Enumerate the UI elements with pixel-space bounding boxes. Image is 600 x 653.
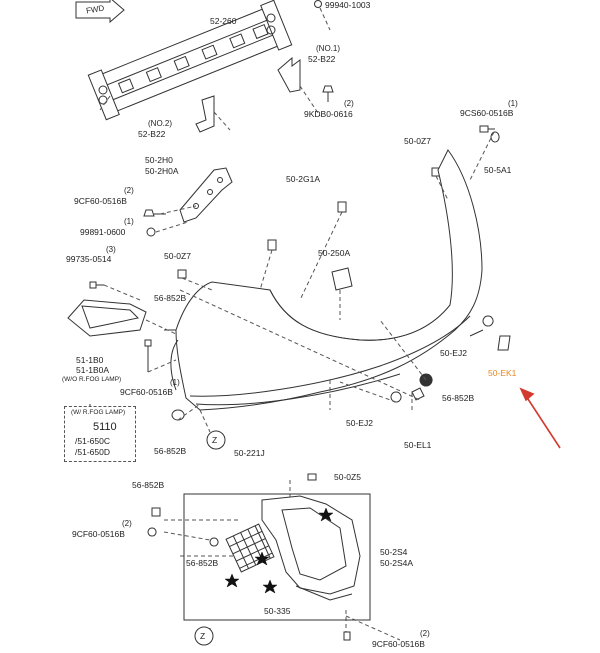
qty-2-c: (2) bbox=[122, 519, 132, 528]
highlight-arrow bbox=[519, 387, 561, 449]
part-99891-0600: 99891-0600 bbox=[80, 227, 126, 237]
part-52-b22-b: 52-B22 bbox=[138, 129, 166, 139]
fog-lamp bbox=[67, 299, 147, 337]
part-51-1b0: 51-1B0 bbox=[76, 355, 104, 365]
part-9kdb0-0616: 9KDB0-0616 bbox=[304, 109, 353, 119]
part-9cf60-0516b-c: 9CF60-0516B bbox=[72, 529, 125, 539]
part-50-2s4: 50-2S4 bbox=[380, 547, 408, 557]
part-51-650c: /51-650C bbox=[75, 436, 110, 446]
reference-z-a: Z bbox=[212, 435, 218, 445]
part-50-0z7-a: 50-0Z7 bbox=[404, 136, 431, 146]
fwd-arrow-icon bbox=[75, 0, 125, 24]
qty-1-b: (1) bbox=[124, 217, 134, 226]
part-50-0z5: 50-0Z5 bbox=[334, 472, 361, 482]
reference-z-b: Z bbox=[200, 631, 206, 641]
part-9cf60-0516b-a: 9CF60-0516B bbox=[74, 196, 127, 206]
qty-1-c: (1) bbox=[170, 378, 180, 387]
part-50-2s4a: 50-2S4A bbox=[380, 558, 414, 568]
star-marker-icon bbox=[262, 579, 278, 594]
part-50-ek1: 50-EK1 bbox=[488, 368, 517, 378]
part-56-852b-c: 56-852B bbox=[154, 446, 187, 456]
part-99735-0514: 99735-0514 bbox=[66, 254, 112, 264]
qty-3: (3) bbox=[106, 245, 116, 254]
part-50-2h0a: 50-2H0A bbox=[145, 166, 179, 176]
part-56-852b-e: 56-852B bbox=[186, 558, 219, 568]
part-50-250a: 50-250A bbox=[318, 248, 351, 258]
part-51-1b0a: 51-1B0A bbox=[76, 365, 110, 375]
part-5110: 5110 bbox=[93, 421, 117, 433]
part-50-335: 50-335 bbox=[264, 606, 291, 616]
note-w-fog-lamp: (W/ R.FOG LAMP) bbox=[71, 409, 126, 416]
part-56-852b-d: 56-852B bbox=[132, 480, 165, 490]
splash-shield bbox=[261, 495, 361, 595]
part-50-ej2-a: 50-EJ2 bbox=[440, 348, 467, 358]
part-50-221j: 50-221J bbox=[234, 448, 265, 458]
qty-2-d: (2) bbox=[420, 629, 430, 638]
part-50-0z7-b: 50-0Z7 bbox=[164, 251, 191, 261]
part-50-ej2-b: 50-EJ2 bbox=[346, 418, 373, 428]
part-9cs60-0516b: 9CS60-0516B bbox=[460, 108, 514, 118]
part-52-260: 52-260 bbox=[210, 16, 237, 26]
reinforcement-beam bbox=[87, 0, 293, 121]
part-52-b22-a: 52-B22 bbox=[308, 54, 336, 64]
part-50-el1: 50-EL1 bbox=[404, 440, 432, 450]
qty-2-b: (2) bbox=[124, 186, 134, 195]
star-marker-icon bbox=[254, 551, 270, 566]
star-marker-icon bbox=[318, 507, 334, 522]
part-51-650d: /51-650D bbox=[75, 447, 110, 457]
part-50-2g1a: 50-2G1A bbox=[286, 174, 321, 184]
part-9cf60-0516b-b: 9CF60-0516B bbox=[120, 387, 173, 397]
fog-lamp-variant-box: (W/ R.FOG LAMP) 5110 /51-650C /51-650D bbox=[64, 406, 136, 462]
qty-1-a: (1) bbox=[508, 99, 518, 108]
qty-no2: (NO.2) bbox=[148, 119, 172, 128]
part-50-5a1: 50-5A1 bbox=[484, 165, 512, 175]
part-56-852b-b: 56-852B bbox=[442, 393, 475, 403]
qty-no1: (NO.1) bbox=[316, 44, 340, 53]
note-wo-fog-lamp: (W/O R.FOG LAMP) bbox=[62, 376, 122, 383]
part-56-852b-a: 56-852B bbox=[154, 293, 187, 303]
star-marker-icon bbox=[224, 573, 240, 588]
part-9cf60-0516b-d: 9CF60-0516B bbox=[372, 639, 425, 649]
part-50-2h0: 50-2H0 bbox=[145, 155, 173, 165]
part-99940-1003: 99940-1003 bbox=[325, 0, 371, 10]
qty-2-a: (2) bbox=[344, 99, 354, 108]
